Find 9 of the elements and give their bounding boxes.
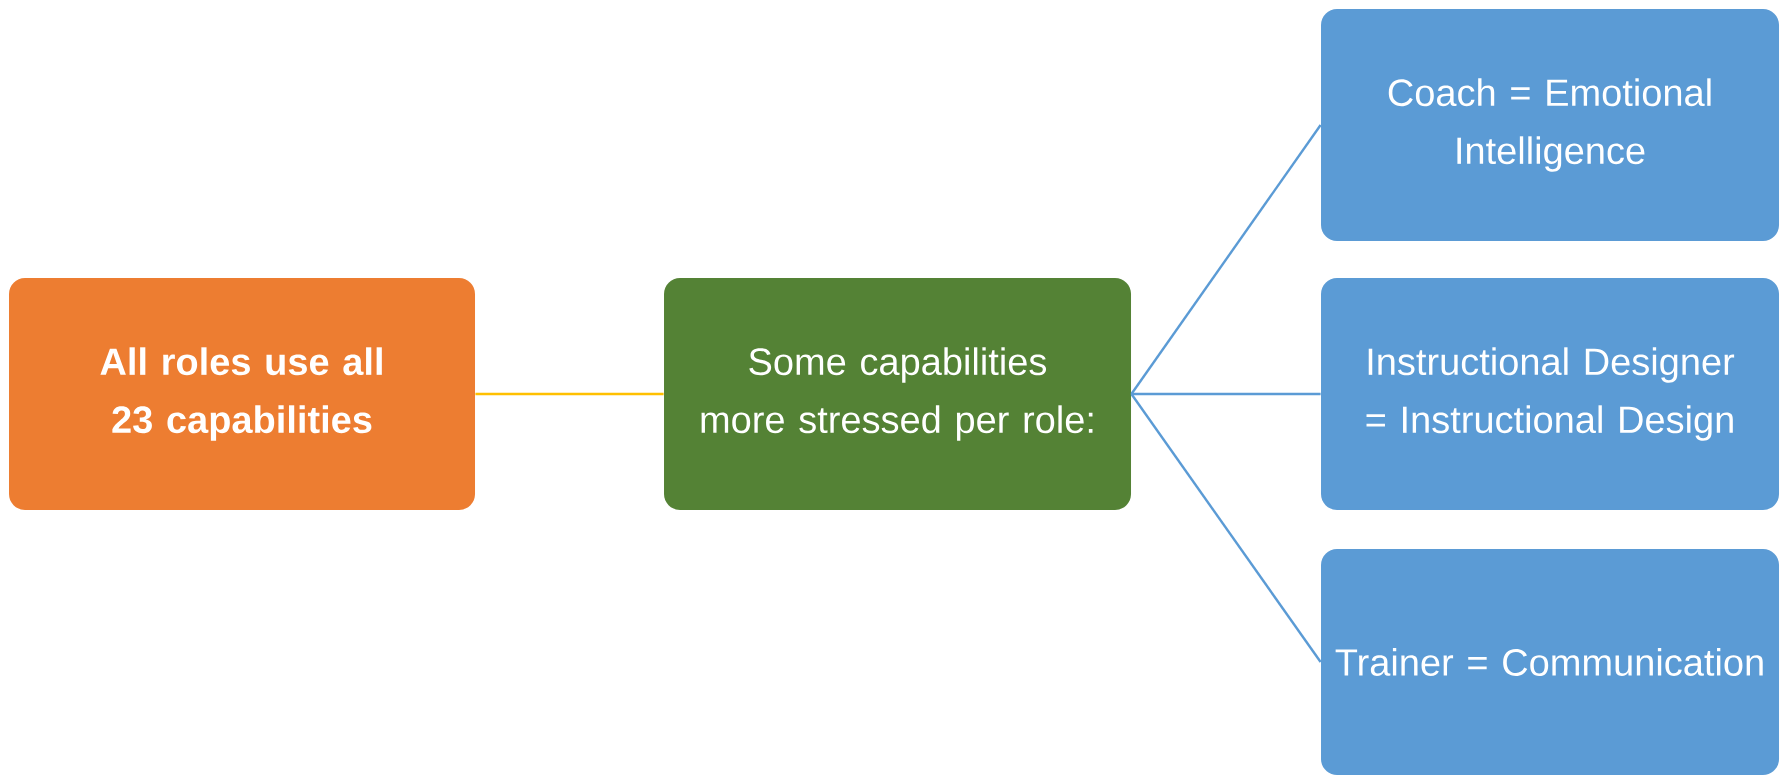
connector-line (1131, 392, 1321, 396)
connector-line (475, 392, 664, 396)
role-box: Trainer = Communication (1321, 549, 1779, 775)
role-box: Coach = Emotional Intelligence (1321, 9, 1779, 241)
role-box: Instructional Designer = Instructional Design (1321, 278, 1779, 510)
summary-box: Some capabilities more stressed per role: (664, 278, 1131, 510)
summary-box: All roles use all 23 capabilities (9, 278, 475, 510)
connector-line (1130, 124, 1322, 395)
connector-line (1130, 393, 1322, 663)
